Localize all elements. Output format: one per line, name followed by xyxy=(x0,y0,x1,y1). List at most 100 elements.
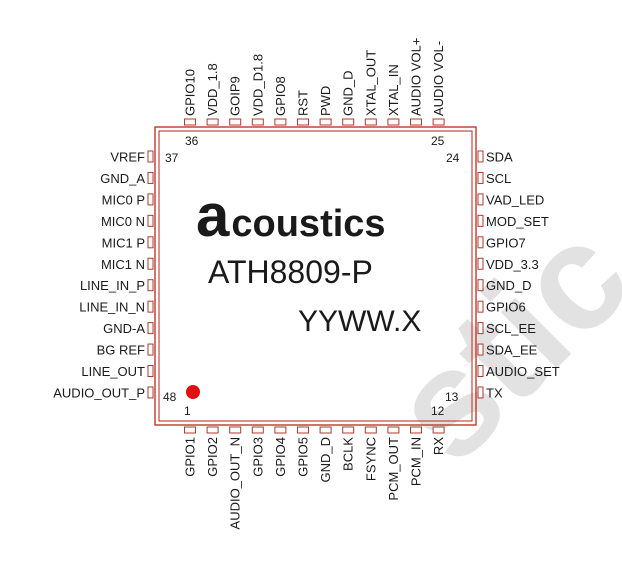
pin-label-left-mic1-n: MIC1 N xyxy=(101,257,145,272)
pin-left-audio-out-p xyxy=(147,386,154,399)
corner-number-1: 1 xyxy=(184,404,191,418)
pin-bottom-gnd-d xyxy=(319,426,332,434)
pin-top-rst xyxy=(297,118,309,126)
pin-label-right-sda: SDA xyxy=(486,150,513,165)
pin-label-top-pwd: PWD xyxy=(318,86,333,116)
pin-top-gpio10 xyxy=(184,118,196,126)
pin-right-gnd-d xyxy=(477,279,484,292)
pin-label-left-line-out: LINE_OUT xyxy=(81,364,145,379)
pin-label-right-audio-set: AUDIO_SET xyxy=(486,364,560,379)
pin-label-bottom-bclk: BCLK xyxy=(341,437,356,471)
date-code: YYWW.X xyxy=(298,305,421,338)
pin-bottom-rx xyxy=(432,426,445,434)
corner-number-48: 48 xyxy=(163,390,177,404)
pin-label-left-line-in-p: LINE_IN_P xyxy=(80,278,145,293)
pin-label-top-gpio10: GPIO10 xyxy=(183,69,198,116)
pin-label-right-sda-ee: SDA_EE xyxy=(486,343,538,358)
pin-label-top-goip9: GOIP9 xyxy=(228,76,243,116)
pin-label-top-audio-vol: AUDIO VOL+ xyxy=(409,38,424,116)
pin-left-vref xyxy=(147,150,154,163)
brand-logo-a: a xyxy=(196,182,230,249)
pin-label-right-gnd-d: GND_D xyxy=(486,278,532,293)
pin-label-top-vdd-d1-8: VDD_D1.8 xyxy=(250,54,265,116)
pin-label-bottom-gpio3: GPIO3 xyxy=(250,437,265,477)
pin-left-mic1-n xyxy=(147,257,154,270)
pin-label-right-gpio7: GPIO7 xyxy=(486,235,526,250)
corner-number-24: 24 xyxy=(446,151,460,165)
pin-right-sda-ee xyxy=(477,343,484,356)
pin-label-left-mic0-p: MIC0 P xyxy=(102,192,145,207)
pin-top-xtal-out xyxy=(364,118,377,126)
chip-body-inner xyxy=(158,130,473,422)
pin-top-audio-vol xyxy=(410,118,422,126)
pin-right-vad-led xyxy=(477,193,484,206)
pin-top-goip9 xyxy=(229,118,242,126)
pin-top-audio-vol xyxy=(432,118,445,126)
pin-label-bottom-audio-out-n: AUDIO_OUT_N xyxy=(228,437,243,529)
pin-label-bottom-rx: RX xyxy=(431,437,446,455)
pin-left-line-in-n xyxy=(147,300,154,313)
corner-number-25: 25 xyxy=(431,134,445,148)
pin-top-xtal-in xyxy=(387,118,400,126)
pins-layer: VREF GND_A MIC0 P MIC0 N MIC1 P MIC1 N LINE_IN… xyxy=(53,38,559,530)
pin-label-top-vdd-1-8: VDD_1.8 xyxy=(205,63,220,116)
pin-bottom-pcm-out xyxy=(387,426,400,434)
pin-label-right-scl-ee: SCL_EE xyxy=(486,321,536,336)
pin-label-bottom-pcm-in: PCM_IN xyxy=(409,437,424,486)
pin-label-bottom-gpio1: GPIO1 xyxy=(183,437,198,477)
pin-label-top-rst: RST xyxy=(296,90,311,116)
pin-bottom-bclk xyxy=(342,426,355,434)
corner-number-37: 37 xyxy=(165,151,179,165)
pin-label-left-gnd-a: GND_A xyxy=(100,171,145,186)
pin-label-top-xtal-out: XTAL_OUT xyxy=(363,50,378,116)
corner-number-36: 36 xyxy=(185,134,199,148)
pin-left-mic0-p xyxy=(147,193,154,206)
pin-label-bottom-gnd-d: GND_D xyxy=(318,437,333,483)
pin-bottom-audio-out-n xyxy=(229,426,242,434)
pin-label-top-xtal-in: XTAL_IN xyxy=(386,64,401,116)
pin-label-left-line-in-n: LINE_IN_N xyxy=(79,300,145,315)
pin-bottom-gpio1 xyxy=(184,426,196,434)
pin-top-pwd xyxy=(319,118,332,126)
pin-left-gnd-a xyxy=(147,171,154,184)
pin-label-top-audio-vol: AUDIO VOL- xyxy=(431,41,446,116)
pin-label-bottom-fsync: FSYNC xyxy=(363,437,378,481)
pin-right-scl xyxy=(477,171,484,184)
pin-left-mic0-n xyxy=(147,214,154,227)
pin-label-bottom-pcm-out: PCM_OUT xyxy=(386,437,401,501)
pin-bottom-gpio5 xyxy=(297,426,309,434)
pin-label-top-gnd-d: GND_D xyxy=(341,70,356,116)
corner-number-12: 12 xyxy=(431,404,445,418)
pin-right-mod-set xyxy=(477,214,484,227)
pin-bottom-pcm-in xyxy=(410,426,422,434)
pin-bottom-gpio2 xyxy=(206,426,219,434)
pin-label-right-tx: TX xyxy=(486,385,503,400)
chip-body-outer xyxy=(154,126,477,426)
pin-right-gpio6 xyxy=(477,300,484,313)
pin-left-bg-ref xyxy=(147,343,154,356)
pin-right-sda xyxy=(477,150,484,163)
pin-label-left-mic0-n: MIC0 N xyxy=(101,214,145,229)
pin-label-left-gnd-a: GND-A xyxy=(103,321,145,336)
pin-label-bottom-gpio2: GPIO2 xyxy=(205,437,220,477)
pin-label-right-scl: SCL xyxy=(486,171,511,186)
pin-right-audio-set xyxy=(477,365,484,377)
pin-label-left-bg-ref: BG REF xyxy=(97,343,145,358)
pin-label-bottom-gpio5: GPIO5 xyxy=(296,437,311,477)
pin-label-left-vref: VREF xyxy=(110,150,145,165)
part-number: ATH8809-P xyxy=(208,254,373,290)
pin-right-tx xyxy=(477,386,484,399)
pin-label-right-vad-led: VAD_LED xyxy=(486,192,544,207)
pin-label-top-gpio8: GPIO8 xyxy=(273,76,288,116)
pin-right-vdd-3-3 xyxy=(477,257,484,270)
corner-number-13: 13 xyxy=(445,390,459,404)
pin-left-line-out xyxy=(147,365,154,377)
pin-top-vdd-d1-8 xyxy=(251,118,264,126)
pin-left-mic1-p xyxy=(147,236,154,249)
pin-label-left-mic1-p: MIC1 P xyxy=(102,235,145,250)
pin-label-right-vdd-3-3: VDD_3.3 xyxy=(486,257,539,272)
pin-right-scl-ee xyxy=(477,322,484,335)
pin-bottom-gpio4 xyxy=(274,426,287,434)
pin-bottom-gpio3 xyxy=(251,426,264,434)
